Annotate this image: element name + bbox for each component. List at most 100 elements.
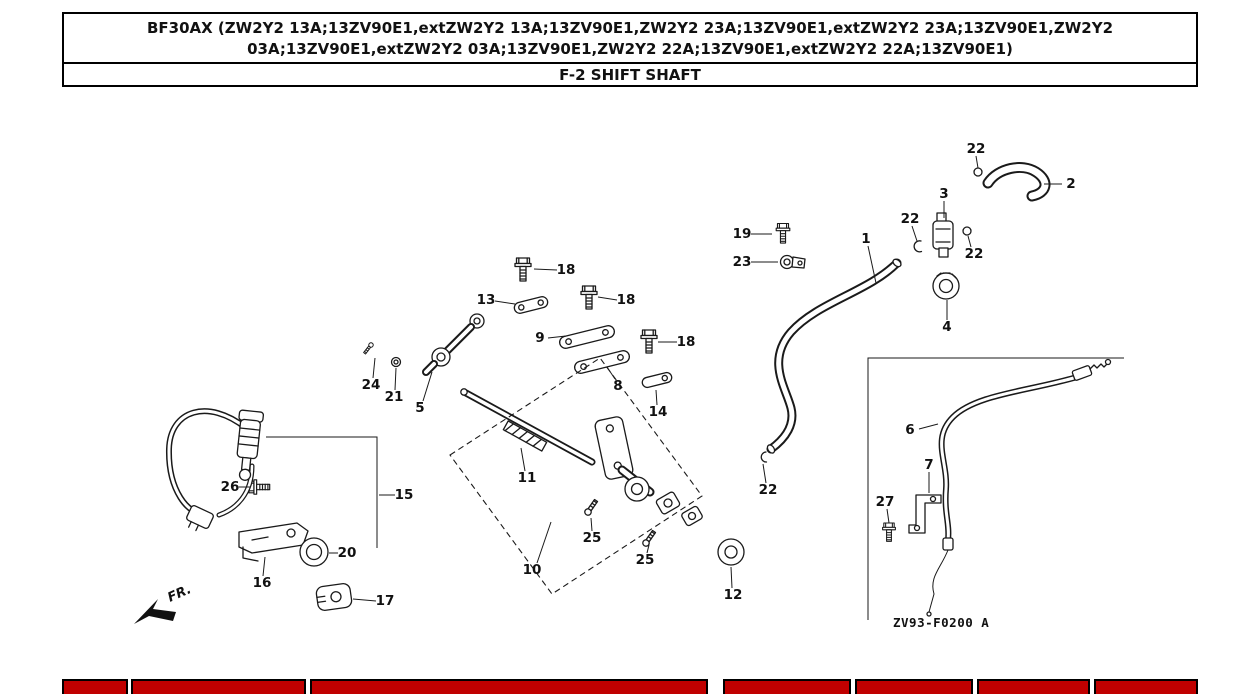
drawing-code: ZV93-F0200 A [893,615,989,630]
part-5-lever [422,313,485,376]
model-header-box: BF30AX (ZW2Y2 13A;13ZV90E1,extZW2Y2 13A;… [62,12,1198,66]
part-27-bolt [882,522,896,542]
part-callout-27: 27 [876,494,895,510]
footer-cell [310,679,708,694]
part-callout-22: 22 [901,211,920,227]
footer-cell [855,679,973,694]
part-9-plate [559,325,615,349]
inset-border [867,357,1124,620]
part-12-grommet [717,538,745,566]
footer-cell [977,679,1090,694]
part-25-screw-b [640,529,658,549]
part-21-nut [390,356,402,368]
part-callout-15: 15 [395,487,414,503]
part-15-group-leader [266,436,378,548]
callout-leader [606,366,616,380]
callout-leader [372,357,376,379]
part-18-bolt-b [580,285,598,310]
part-10-assembly-outline [449,357,703,595]
part-4-bushing [932,272,960,300]
part-callout-4: 4 [942,319,951,335]
part-13-plate [513,296,549,314]
part-callout-18: 18 [557,262,576,278]
part-callout-18: 18 [617,292,636,308]
part-callout-10: 10 [523,562,542,578]
callout-leader [762,463,767,484]
part-callout-22: 22 [759,482,778,498]
part-callout-23: 23 [733,254,752,270]
callout-leader [352,598,377,602]
part-19-bolt [775,222,791,244]
section-title-box: F-2 SHIFT SHAFT [62,62,1198,87]
footer-cell [723,679,851,694]
part-callout-16: 16 [253,575,272,591]
part-callout-17: 17 [376,593,395,609]
fr-label: FR. [166,582,194,605]
part-17-grommet [315,583,353,611]
part-22-clip-d [760,451,768,463]
part-callout-25: 25 [636,552,655,568]
part-7-bracket [908,494,942,534]
part-callout-24: 24 [362,377,381,393]
part-callout-20: 20 [338,545,357,561]
part-callout-14: 14 [649,404,668,420]
callout-leader [655,389,658,406]
part-8-plate [574,350,630,374]
part-callout-26: 26 [221,479,240,495]
part-callout-6: 6 [905,422,914,438]
part-24-screw [363,342,374,355]
callout-leader [547,335,567,339]
part-shift-arm-assembly [594,416,703,527]
callout-leader [533,268,558,271]
part-graphics: FR. ZV93-F0200 A [134,162,1124,630]
part-callout-21: 21 [385,389,404,405]
callout-leader [911,225,918,242]
callout-leader [590,517,593,532]
part-callout-11: 11 [518,470,537,486]
callout-leader [867,245,877,284]
part-callout-3: 3 [939,186,948,202]
footer-cell [1094,679,1198,694]
callout-leader [646,544,650,554]
part-callout-22: 22 [967,141,986,157]
part-1-shift-rod [766,258,902,454]
part-14-plate [641,371,673,389]
part-23-clamp [779,254,806,270]
part-callout-18: 18 [677,334,696,350]
part-6-cable [926,358,1112,617]
part-callout-25: 25 [583,530,602,546]
callout-leader [536,521,552,564]
part-callout-5: 5 [415,400,424,416]
part-callout-9: 9 [535,330,544,346]
part-16-bracket [238,522,309,562]
callout-leader [597,296,618,301]
part-22-clip-b [913,240,923,253]
footer-table-header-strip [0,679,1260,694]
callout-leader [394,367,397,391]
part-11-shaft [460,388,596,466]
part-2-tube [982,162,1051,202]
part-20-ring [299,537,329,567]
part-22-oring-c [962,226,972,236]
part-25-screw-a [582,498,600,518]
footer-cell [62,679,128,694]
callout-leader [262,556,266,577]
callout-leader [886,508,890,524]
callout-leader [422,371,433,402]
part-18-bolt-c [640,329,658,354]
part-callout-2: 2 [1066,176,1075,192]
part-callout-22: 22 [965,246,984,262]
callout-leader [918,423,939,430]
callout-leader [520,447,526,472]
callout-leader [494,300,516,305]
part-15-switch-harness [165,408,265,532]
part-18-bolt-a [514,257,532,282]
callout-leader [730,566,733,589]
part-22-oring-a [973,167,983,177]
part-callout-7: 7 [924,457,933,473]
callout-leader [975,155,979,169]
callout-leader [967,235,972,248]
